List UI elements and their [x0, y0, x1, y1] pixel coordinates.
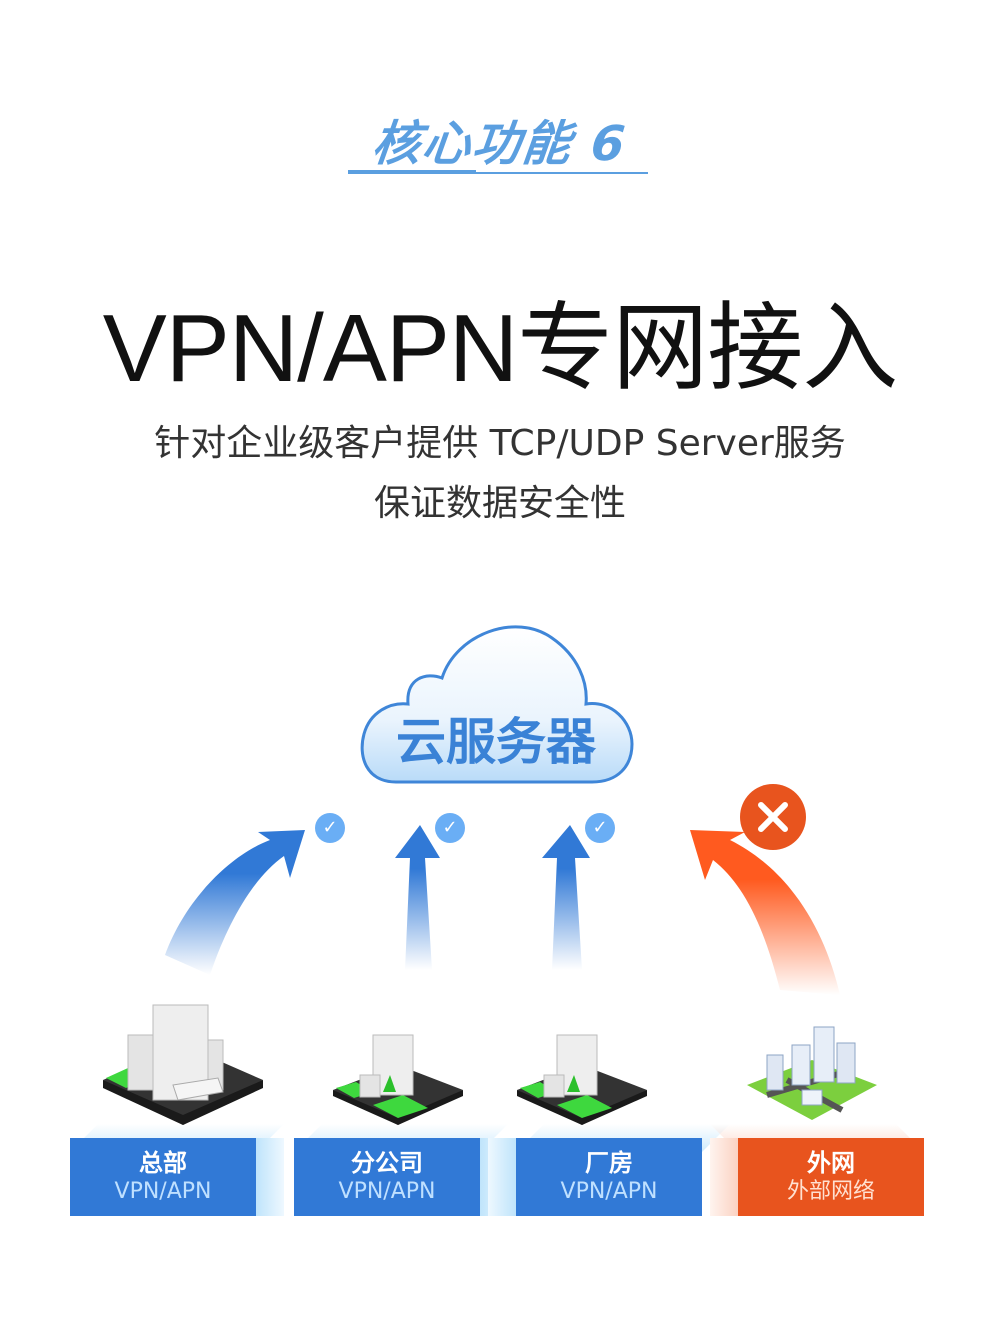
subtitle-line-1: 针对企业级客户提供 TCP/UDP Server服务 [154, 423, 846, 464]
cloud-server-label: 云服务器 [396, 713, 596, 771]
arrow-external [690, 830, 840, 995]
node-title: 厂房 [585, 1149, 633, 1177]
node-title: 分公司 [351, 1149, 423, 1177]
box-side-face [488, 1138, 516, 1216]
node-branch: 分公司 VPN/APN [294, 1138, 480, 1216]
factory-building-icon [517, 1034, 647, 1125]
arrow-factory [542, 825, 590, 970]
cloud-icon [360, 625, 634, 784]
node-subtitle: 外部网络 [786, 1179, 875, 1204]
box-side-face [710, 1138, 738, 1216]
node-factory: 厂房 VPN/APN [516, 1138, 702, 1216]
badge-underline-thin [476, 172, 648, 174]
node-title: 外网 [807, 1149, 855, 1177]
node-external-network: 外网 外部网络 [738, 1138, 924, 1216]
page-title: VPN/APN专网接入 [102, 295, 898, 402]
arrow-branch [395, 825, 440, 970]
node-subtitle: VPN/APN [338, 1179, 436, 1204]
blocked-x-icon [740, 784, 806, 850]
check-icon: ✓ [315, 813, 345, 843]
branch-building-icon [333, 1034, 463, 1125]
node-title: 总部 [139, 1149, 187, 1177]
check-icon: ✓ [585, 813, 615, 843]
connection-arrows [165, 825, 840, 995]
check-icon: ✓ [435, 813, 465, 843]
arrow-hq [165, 830, 305, 975]
badge-underline-thick [348, 170, 476, 174]
city-icon [747, 1026, 877, 1120]
headquarters-building-icon [103, 1004, 263, 1125]
subtitle-line-2: 保证数据安全性 [373, 483, 626, 524]
node-subtitle: VPN/APN [114, 1179, 212, 1204]
node-headquarters: 总部 VPN/APN [70, 1138, 256, 1216]
box-side-face [256, 1138, 284, 1216]
node-subtitle: VPN/APN [560, 1179, 658, 1204]
feature-badge-title: 核心功能 6 [369, 116, 630, 172]
